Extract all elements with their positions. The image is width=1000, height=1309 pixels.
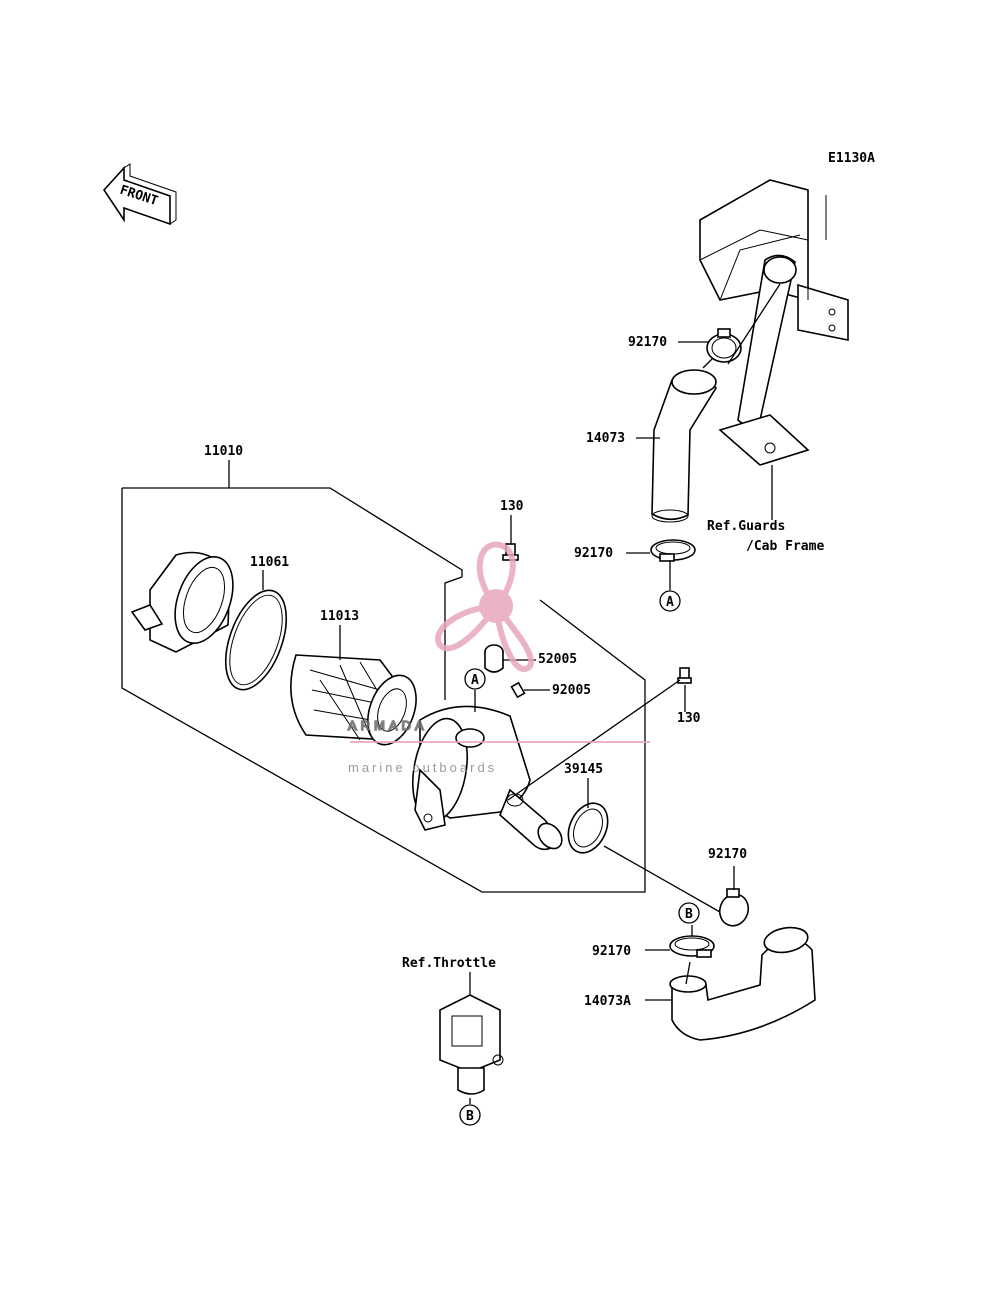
callout-92170-mid: 92170 xyxy=(574,546,613,561)
callout-11010: 11010 xyxy=(204,444,243,459)
element-11013 xyxy=(290,654,417,746)
part-52005 xyxy=(484,644,504,673)
cab-frame xyxy=(699,179,849,466)
watermark-brand: ARMADA xyxy=(348,718,428,733)
air-cleaner-housing xyxy=(130,551,234,653)
air-case xyxy=(412,705,563,851)
clamp-92170-b xyxy=(669,935,715,958)
marker-a-left: A xyxy=(464,668,486,690)
callout-11013: 11013 xyxy=(320,609,359,624)
air-cleaner-outline xyxy=(121,487,646,893)
callout-92170-low: 92170 xyxy=(708,847,747,862)
callout-130-right: 130 xyxy=(677,711,701,726)
ref-guards-line2: /Cab Frame xyxy=(746,539,824,554)
callout-130-top: 130 xyxy=(500,499,524,514)
callout-92005: 92005 xyxy=(552,683,591,698)
watermark: ARMADA marine outboards xyxy=(347,541,650,775)
marker-a-right-label: A xyxy=(666,595,674,610)
ref-guards-line1: Ref.Guards xyxy=(707,519,785,534)
marker-a-left-label: A xyxy=(471,673,479,688)
callout-52005: 52005 xyxy=(538,652,577,667)
part-92005 xyxy=(510,681,526,699)
marker-a-right: A xyxy=(659,590,681,612)
callout-14073: 14073 xyxy=(586,431,625,446)
throttle-body xyxy=(439,994,504,1095)
watermark-tagline: marine outboards xyxy=(348,760,497,775)
diagram-code: E1130A xyxy=(828,151,875,166)
clamp-92170-low xyxy=(718,888,750,927)
callout-39145: 39145 xyxy=(564,762,603,777)
ref-throttle: Ref.Throttle xyxy=(402,956,496,971)
front-arrow-icon: FRONT xyxy=(102,163,177,226)
callout-92170-top: 92170 xyxy=(628,335,667,350)
propeller-logo-icon xyxy=(435,541,535,673)
ring-39145 xyxy=(567,802,609,854)
o-ring-11061 xyxy=(224,589,288,691)
callout-92170-b: 92170 xyxy=(592,944,631,959)
clamp-92170-mid xyxy=(650,539,696,562)
clamp-92170-top xyxy=(706,328,742,363)
marker-b-bottom: B xyxy=(459,1104,481,1126)
hose-14073 xyxy=(651,369,717,523)
callout-14073a: 14073A xyxy=(584,994,631,1009)
marker-b-right-label: B xyxy=(685,907,693,922)
marker-b-right: B xyxy=(678,902,700,924)
leader-lines xyxy=(228,283,781,1104)
marker-b-bottom-label: B xyxy=(466,1109,474,1124)
hose-14073a xyxy=(669,926,816,1041)
callout-11061: 11061 xyxy=(250,555,289,570)
bolt-130-right xyxy=(677,667,692,684)
